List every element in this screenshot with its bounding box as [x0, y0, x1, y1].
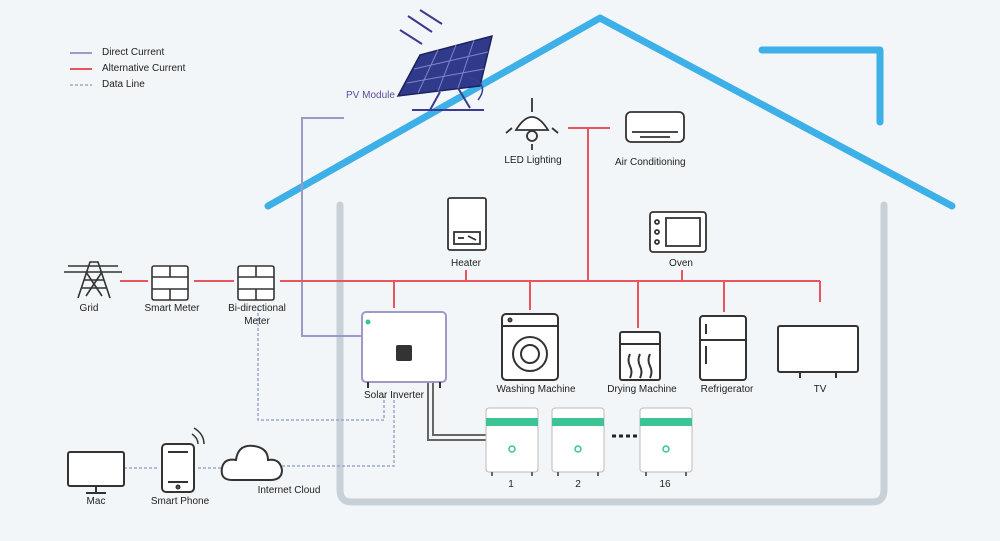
house-chimney: [758, 46, 884, 126]
internet-cloud-label: Internet Cloud: [257, 485, 321, 496]
air-conditioning-icon: [625, 111, 685, 143]
solar-inverter-label: Solar Inverter: [363, 390, 425, 401]
battery-2: [551, 407, 605, 476]
battery-16-label: 16: [659, 479, 671, 490]
dc-line-inverter-to-battery: [427, 382, 486, 441]
drying-machine-icon: [619, 331, 661, 381]
oven-icon: [649, 211, 707, 253]
tv-label: TV: [813, 384, 827, 395]
battery-16: [639, 407, 693, 476]
house-roof: [264, 14, 956, 210]
led-lighting-icon: [505, 98, 559, 150]
pv-module-icon: [396, 9, 494, 111]
grid-tower-icon: [64, 261, 122, 299]
refrigerator-icon: [699, 315, 747, 381]
ac-wiring: [120, 127, 821, 328]
grid-label: Grid: [79, 303, 99, 314]
air-conditioning-label: Air Conditioning: [615, 157, 686, 168]
bidirectional-meter-icon: [237, 265, 275, 301]
bidirectional-meter-label-line1: Bi-directional: [228, 303, 286, 314]
mac-icon: [67, 451, 125, 494]
internet-cloud-icon: [220, 444, 284, 481]
data-lines: [124, 308, 395, 469]
pv-module-label: PV Module: [346, 90, 395, 101]
house-wall: [336, 201, 888, 506]
smart-meter-icon: [151, 265, 189, 301]
washing-machine-label: Washing Machine: [496, 384, 576, 395]
heater-label: Heater: [450, 258, 482, 269]
battery-1: [485, 407, 539, 476]
legend-data-label: Data Line: [102, 79, 145, 90]
drying-machine-label: Drying Machine: [607, 384, 677, 395]
dc-line-pv-to-inverter: [301, 117, 362, 337]
tv-icon: [777, 325, 859, 378]
battery-1-label: 1: [508, 479, 514, 490]
heater-icon: [447, 197, 487, 251]
smart-meter-label: Smart Meter: [144, 303, 200, 314]
solar-inverter-icon: [361, 311, 447, 388]
legend-dc-label: Direct Current: [102, 47, 165, 58]
battery-2-label: 2: [575, 479, 581, 490]
washing-machine-icon: [501, 313, 559, 381]
refrigerator-label: Refrigerator: [700, 384, 754, 395]
smart-phone-label: Smart Phone: [150, 496, 210, 507]
legend-ac-label: Alternative Current: [102, 63, 186, 74]
oven-label: Oven: [669, 258, 693, 269]
led-lighting-label: LED Lighting: [504, 155, 562, 166]
bidirectional-meter-label-line2: Meter: [244, 316, 270, 327]
smart-phone-icon: [161, 427, 205, 493]
mac-label: Mac: [86, 496, 106, 507]
